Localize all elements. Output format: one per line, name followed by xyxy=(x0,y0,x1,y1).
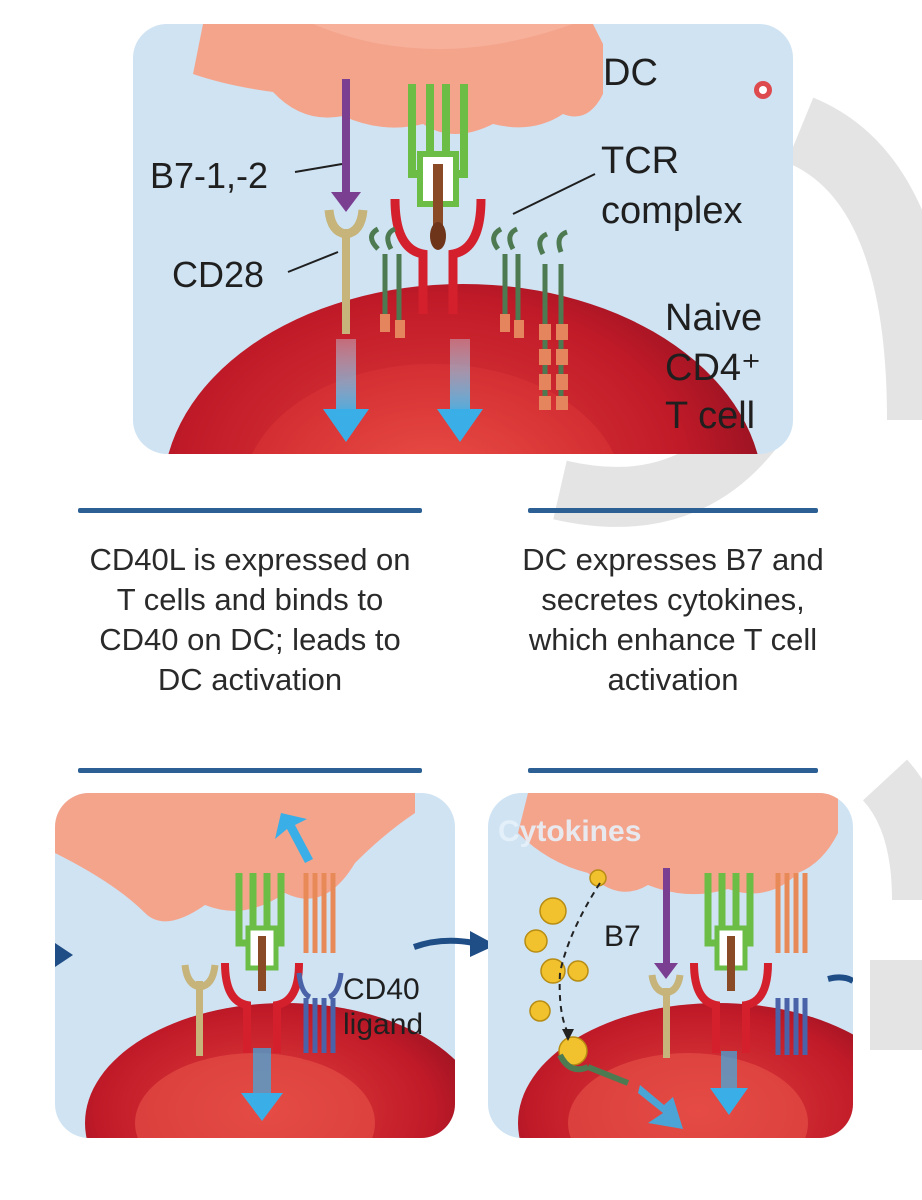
cd40-molecule xyxy=(303,873,336,953)
b7-molecule xyxy=(654,868,678,979)
cd40-label-line1: CD40 xyxy=(343,973,420,1006)
cd28-molecule xyxy=(181,964,219,1056)
tcr-complex xyxy=(390,84,486,314)
right-caption-top-rule xyxy=(528,508,818,513)
tcell-label-line1: Naive xyxy=(665,297,763,339)
cytokine-receptor xyxy=(557,1053,630,1086)
right-caption: DC expresses B7 and secretes cytokines, … xyxy=(522,542,824,697)
bottom-right-illustration xyxy=(518,793,853,1138)
dc-activation-arrow xyxy=(275,813,313,863)
b7-label: B7-1,-2 xyxy=(150,155,269,196)
cytokines-label: Cytokines xyxy=(498,815,642,848)
tcr-label-line1: TCR xyxy=(601,140,680,182)
transition-arrow xyxy=(412,931,496,957)
right-caption-bottom-rule xyxy=(528,768,818,773)
tcr-label-line2: complex xyxy=(601,190,743,232)
incoming-flow-arrow xyxy=(55,943,73,967)
dc-cell xyxy=(193,24,603,134)
signal-arrows xyxy=(323,339,483,442)
outgoing-flow-arrow xyxy=(827,974,853,984)
left-caption-top-rule xyxy=(78,508,422,513)
cd28-label: CD28 xyxy=(172,254,265,295)
tcell-label-line2: CD4⁺ xyxy=(665,347,762,389)
dc-cell xyxy=(518,793,838,895)
cd28-molecule xyxy=(324,209,368,334)
cd40-label-line2: ligand xyxy=(343,1008,424,1041)
tcell-label-line3: T cell xyxy=(665,395,756,437)
cd40-ligand xyxy=(775,998,808,1055)
tcr-complex xyxy=(221,873,303,1053)
itam-segments xyxy=(380,314,568,410)
top-panel-illustration xyxy=(168,24,772,454)
cd40-molecule xyxy=(775,873,808,953)
bottom-left-panel xyxy=(55,793,455,1138)
cd40-ligand xyxy=(296,972,344,1053)
left-caption-bottom-rule xyxy=(78,768,422,773)
signal-arrow xyxy=(241,1048,283,1121)
tcr-complex xyxy=(690,873,772,1053)
dc-cell xyxy=(55,793,415,922)
cytokine-path xyxy=(558,882,601,1034)
bottom-right-panel xyxy=(488,793,853,1138)
dc-label: DC xyxy=(603,52,658,94)
signal-arrows xyxy=(638,1051,748,1129)
b7-molecule xyxy=(331,79,361,212)
left-caption: CD40L is expressed on T cells and binds … xyxy=(89,542,411,697)
b7-bottom-label: B7 xyxy=(604,920,641,953)
cd28-molecule xyxy=(648,974,684,1058)
top-panel xyxy=(133,24,793,454)
bottom-left-illustration xyxy=(55,793,455,1138)
